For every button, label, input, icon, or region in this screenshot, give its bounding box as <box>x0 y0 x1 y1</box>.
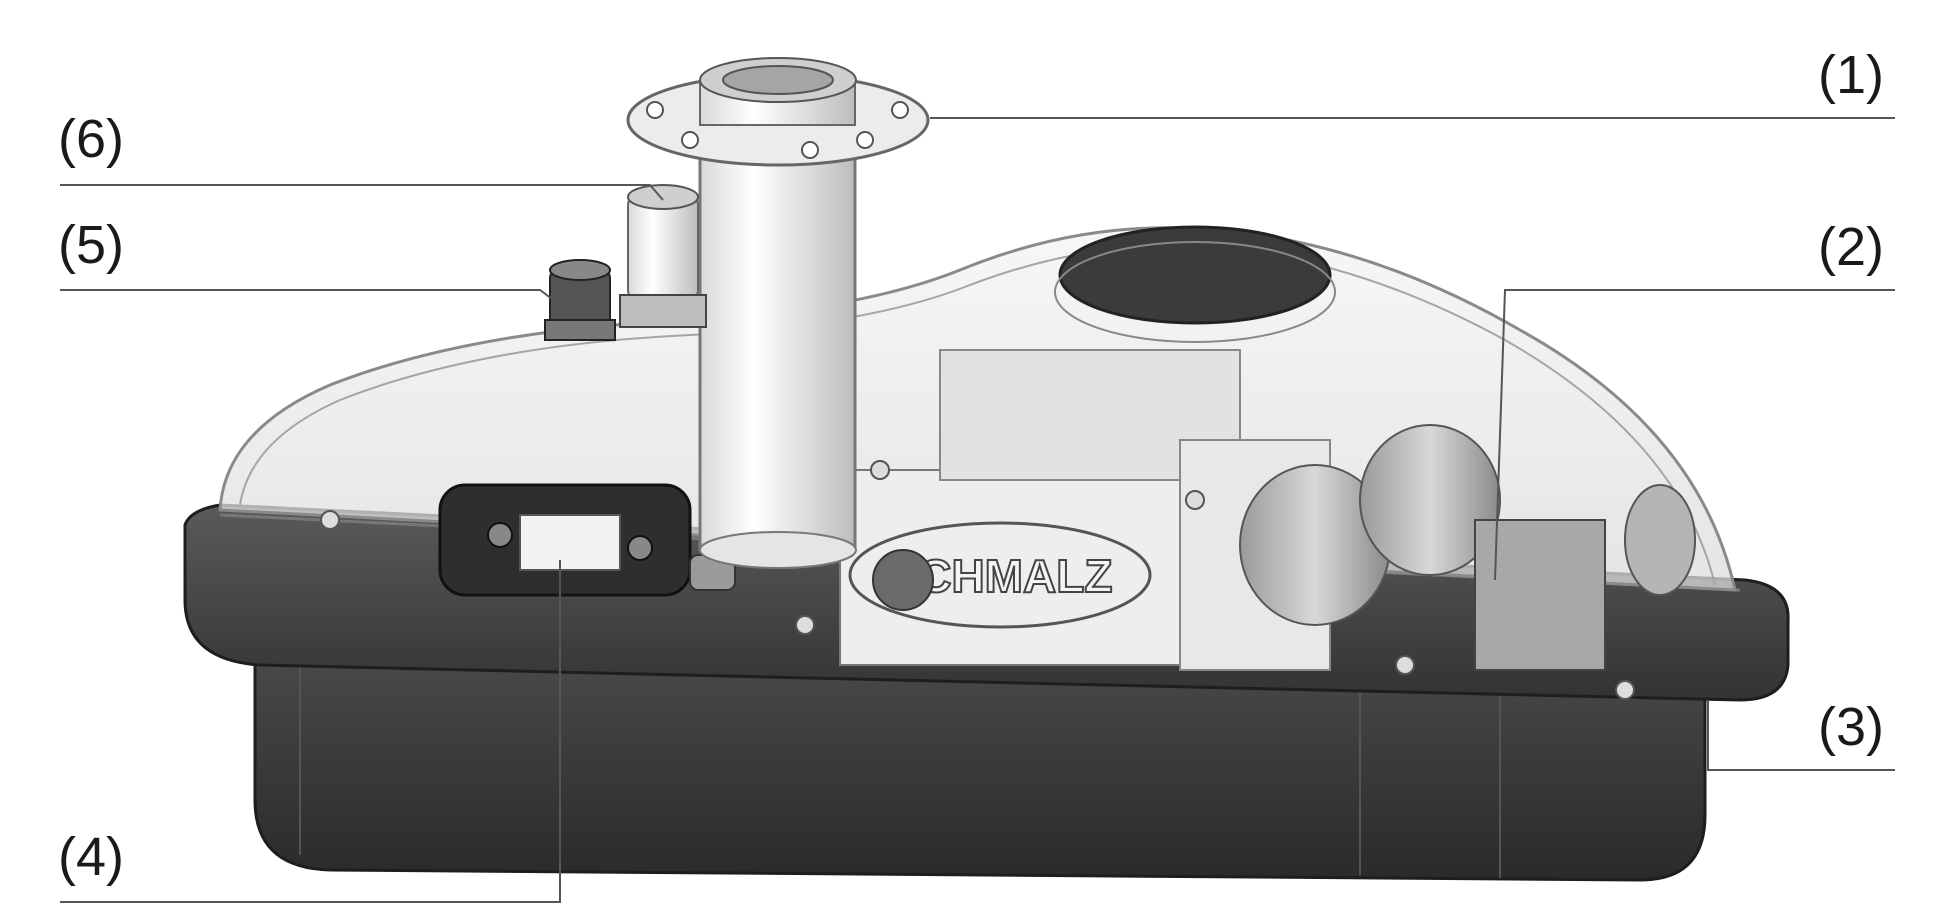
screw <box>795 615 815 635</box>
air-connection-6 <box>627 194 699 301</box>
leader-line-6 <box>60 184 664 201</box>
flange-hole-3 <box>681 131 699 149</box>
block-port <box>872 549 934 611</box>
silencer-housing <box>1474 519 1606 671</box>
flange-hole-4 <box>856 131 874 149</box>
display-screen <box>519 514 621 571</box>
top-round-plate-rim <box>1054 241 1336 343</box>
callout-label-4: (4) <box>58 827 124 887</box>
logo-oval <box>848 521 1152 629</box>
electrical-connector-5-top <box>549 259 611 281</box>
vacuum-tube <box>698 133 857 552</box>
base-lower <box>253 648 1707 882</box>
flange-hole-5 <box>801 141 819 159</box>
flange-bore <box>722 65 834 95</box>
callout-label-3: (3) <box>1818 697 1884 757</box>
flange-hole-1 <box>646 101 664 119</box>
cover-inner-edge <box>239 243 1716 586</box>
flange-hole-2 <box>891 101 909 119</box>
callout-label-6: (6) <box>58 109 124 169</box>
screw <box>1615 680 1635 700</box>
leader-line-4 <box>60 560 561 903</box>
callout-label-5: (5) <box>58 215 124 275</box>
electrical-connector-5-ring <box>544 319 616 341</box>
leader-line-3 <box>1707 700 1895 771</box>
leader-line-5 <box>60 289 561 306</box>
side-window <box>1624 484 1696 596</box>
display-button-left <box>487 522 513 548</box>
top-round-plate <box>1058 225 1332 325</box>
screw <box>320 510 340 530</box>
callout-label-2: (2) <box>1818 217 1884 277</box>
tube-base <box>699 531 857 569</box>
screw <box>1185 490 1205 510</box>
screw <box>1395 655 1415 675</box>
display-button-right <box>627 535 653 561</box>
air-connection-6-nut <box>619 294 707 328</box>
callout-label-1: (1) <box>1818 45 1884 105</box>
silencer-2 <box>1359 424 1501 576</box>
air-connection-6-top <box>627 184 699 210</box>
screw <box>870 460 890 480</box>
leader-line-2 <box>1494 289 1895 581</box>
